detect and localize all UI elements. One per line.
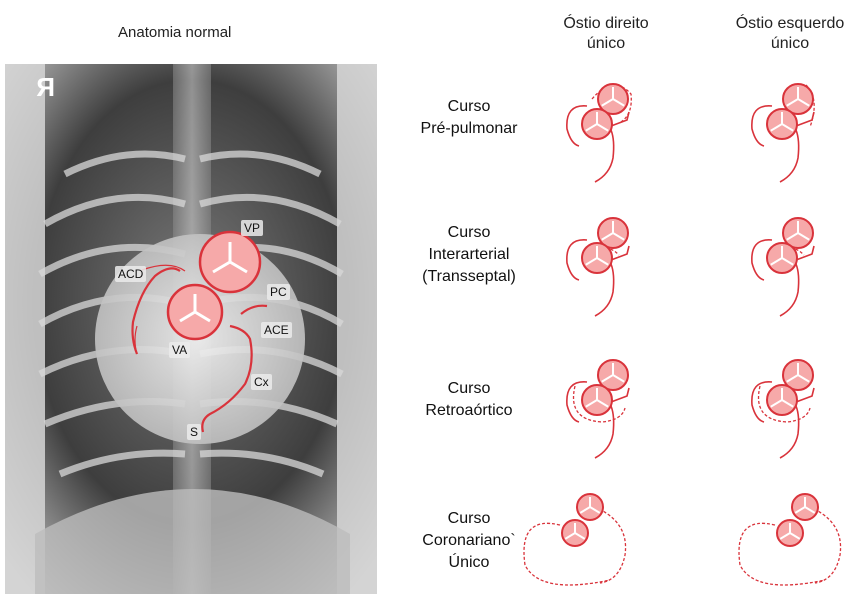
row-label-line: Curso [394,222,544,244]
left-panel-title: Anatomia normal [118,24,231,41]
svg-text:R: R [36,72,55,102]
column-header-right-ostium: Óstio direito único [531,14,681,54]
diagram-interarterial-right [555,208,665,318]
label-vp: VP [241,220,263,236]
diagram-interarterial-left [740,208,850,318]
row-label-line: Retroaórtico [394,400,544,422]
column-header-line: único [531,34,681,54]
diagram-pre-pulmonary-left [740,74,850,184]
row-label-pre-pulmonary: Curso Pré-pulmonar [394,96,544,140]
label-ace: ACE [261,322,292,338]
label-pc: PC [267,284,290,300]
label-va: VA [169,342,190,358]
column-header-line: único [715,34,863,54]
diagram-retroaortic-left [740,350,850,460]
column-header-left-ostium: Óstio esquerdo único [715,14,863,54]
diagram-pre-pulmonary-right [555,74,665,184]
column-header-line: Óstio esquerdo [715,14,863,34]
column-header-line: Óstio direito [531,14,681,34]
radiograph-image: R [5,64,377,594]
diagram-single-coronary-right [510,485,660,595]
label-acd: ACD [115,266,146,282]
radiograph: R VP ACD PC ACE VA Cx S [5,64,377,594]
diagram-retroaortic-right [555,350,665,460]
label-s: S [187,424,201,440]
row-label-line: (Transseptal) [394,266,544,288]
label-cx: Cx [251,374,272,390]
row-label-retroaortic: Curso Retroaórtico [394,378,544,422]
row-label-line: Curso [394,96,544,118]
row-label-line: Curso [394,378,544,400]
row-label-line: Pré-pulmonar [394,118,544,140]
row-label-interarterial: Curso Interarterial (Transseptal) [394,222,544,288]
diagram-single-coronary-left [735,485,863,595]
row-label-line: Interarterial [394,244,544,266]
